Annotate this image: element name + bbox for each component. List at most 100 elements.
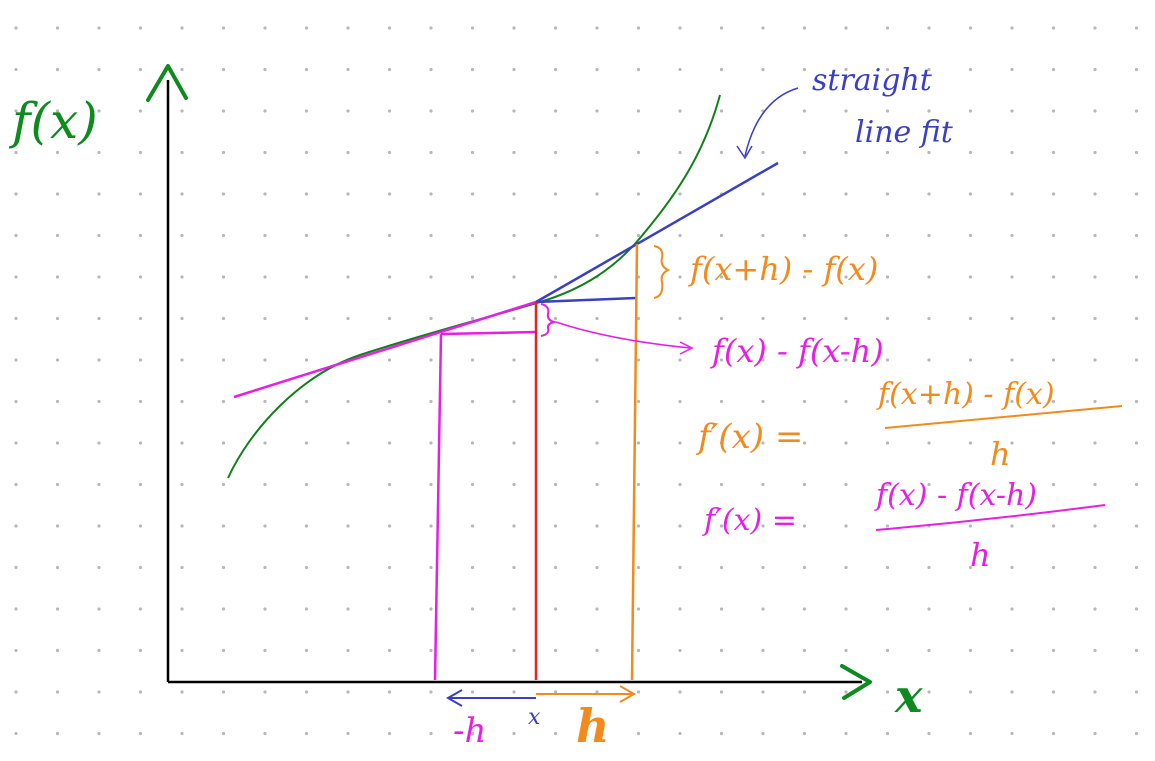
- grid-dot: [1010, 67, 1014, 72]
- grid-dot: [1093, 607, 1097, 611]
- grid-dot: [97, 565, 101, 570]
- grid-dot: [180, 399, 184, 404]
- grid-dot: [1093, 358, 1097, 362]
- grid-dot: [97, 150, 101, 155]
- grid-dot: [470, 399, 475, 404]
- vertical-x-plus-h: [630, 243, 639, 681]
- grid-dot: [14, 731, 18, 736]
- grid-dot: [55, 690, 60, 694]
- grid-dot: [1134, 731, 1139, 736]
- grid-dot: [55, 316, 60, 321]
- grid-dot: [304, 690, 309, 694]
- grid-dot: [761, 358, 765, 362]
- grid-dot: [180, 690, 184, 694]
- grid-dot: [470, 67, 475, 72]
- backward-horizontal: [440, 330, 537, 336]
- grid-dot: [885, 150, 890, 155]
- grid-dot: [802, 648, 807, 653]
- forward-formula-lhs: f′(x) =: [695, 417, 803, 457]
- grid-dot: [844, 109, 848, 113]
- grid-dot: [221, 150, 226, 155]
- grid-dot: [719, 316, 724, 321]
- grid-dot: [512, 524, 516, 528]
- y-axis-arrow-icon: [146, 64, 188, 102]
- grid-dot: [512, 192, 516, 196]
- grid-dot: [1051, 275, 1056, 279]
- grid-dot: [387, 565, 392, 570]
- grid-dot: [844, 150, 848, 155]
- grid-dot: [1134, 565, 1139, 570]
- grid-dot: [470, 109, 475, 113]
- grid-dot: [553, 233, 558, 238]
- grid-dot: [802, 275, 807, 279]
- grid-dot: [55, 441, 60, 445]
- grid-dot: [512, 358, 516, 362]
- grid-dot: [885, 565, 890, 570]
- grid-dot: [470, 441, 475, 445]
- grid-dot: [636, 648, 641, 653]
- grid-dot: [387, 482, 392, 487]
- grid-dot: [1010, 524, 1014, 528]
- forward-secant-line: [535, 161, 779, 304]
- grid-dot: [470, 565, 475, 570]
- grid-dot: [429, 441, 433, 445]
- grid-dot: [512, 399, 516, 404]
- grid-dot: [844, 233, 848, 238]
- dot-grid: [14, 26, 1139, 736]
- grid-dot: [263, 648, 267, 653]
- grid-dot: [1134, 109, 1139, 113]
- grid-dot: [304, 399, 309, 404]
- grid-dot: [221, 67, 226, 72]
- grid-dot: [263, 731, 267, 736]
- grid-dot: [97, 109, 101, 113]
- grid-dot: [470, 316, 475, 321]
- grid-dot: [14, 524, 18, 528]
- grid-dot: [1051, 67, 1056, 72]
- grid-dot: [97, 67, 101, 72]
- grid-dot: [885, 67, 890, 72]
- grid-dot: [138, 399, 143, 404]
- grid-dot: [1134, 524, 1139, 528]
- grid-dot: [885, 441, 890, 445]
- grid-dot: [553, 690, 558, 694]
- grid-dot: [1051, 607, 1056, 611]
- grid-dot: [512, 26, 516, 30]
- grid-dot: [844, 607, 848, 611]
- grid-dot: [553, 731, 558, 736]
- grid-dot: [304, 482, 309, 487]
- grid-dot: [636, 441, 641, 445]
- grid-dot: [1093, 690, 1097, 694]
- grid-dot: [304, 233, 309, 238]
- grid-dot: [1010, 565, 1014, 570]
- grid-dot: [1051, 399, 1056, 404]
- grid-dot: [1093, 648, 1097, 653]
- grid-dot: [304, 648, 309, 653]
- grid-dot: [138, 150, 143, 155]
- forward-formula-bar: [884, 405, 1123, 429]
- grid-dot: [14, 358, 18, 362]
- grid-dot: [429, 607, 433, 611]
- grid-dot: [1093, 67, 1097, 72]
- grid-dot: [387, 316, 392, 321]
- grid-dot: [927, 482, 931, 487]
- grid-dot: [1010, 648, 1014, 653]
- grid-dot: [180, 316, 184, 321]
- grid-dot: [387, 690, 392, 694]
- backward-formula-bar: [875, 504, 1106, 531]
- backward-diff-label: f(x) - f(x-h): [710, 332, 884, 370]
- grid-dot: [802, 565, 807, 570]
- grid-dot: [1134, 316, 1139, 321]
- grid-dot: [761, 275, 765, 279]
- grid-dot: [1010, 233, 1014, 238]
- straight-line-fit-label-1: straight: [812, 63, 933, 98]
- grid-dot: [844, 26, 848, 30]
- backward-formula-numerator: f(x) - f(x-h): [874, 478, 1037, 513]
- grid-dot: [595, 565, 599, 570]
- grid-dot: [927, 192, 931, 196]
- grid-dot: [927, 150, 931, 155]
- grid-dot: [304, 441, 309, 445]
- grid-dot: [263, 690, 267, 694]
- grid-dot: [1051, 192, 1056, 196]
- grid-dot: [844, 648, 848, 653]
- grid-dot: [304, 358, 309, 362]
